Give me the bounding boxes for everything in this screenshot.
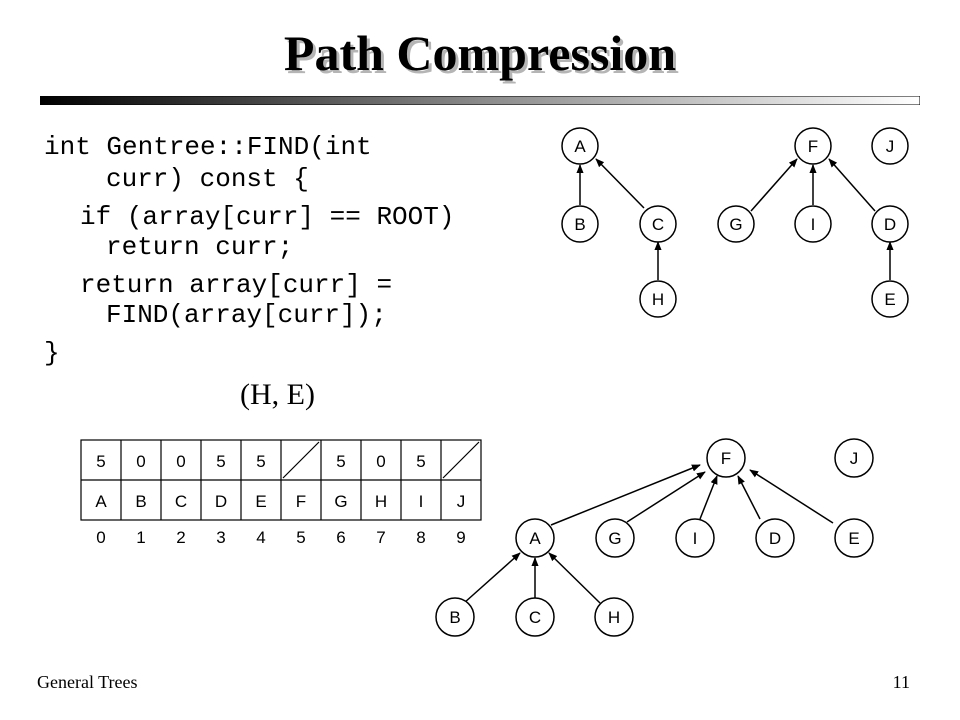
tree-edge [699,475,718,520]
index-cell: 6 [336,528,345,547]
svg-text:C: C [529,608,541,627]
parent-array-table: 5 0 0 5 5 5 0 5 A B C D E F G H I J 0 1 … [80,439,482,547]
code-line: } [44,338,60,368]
root-slash [282,441,320,479]
parent-row: 5 0 0 5 5 5 0 5 [96,452,425,471]
tree-node: A [515,518,555,558]
label-row: A B C D E F G H I J [95,492,465,511]
tree-node: C [515,597,555,637]
svg-text:B: B [574,215,585,234]
svg-text:J: J [850,449,859,468]
label-cell: H [375,492,387,511]
index-cell: 8 [416,528,425,547]
svg-text:I: I [811,215,816,234]
label-cell: F [296,492,306,511]
svg-text:B: B [449,608,460,627]
tree-edge [828,158,876,212]
parent-cell: 0 [136,452,145,471]
tree-node: D [871,205,909,243]
tree-node: J [834,438,874,478]
svg-text:I: I [693,529,698,548]
tree-node: E [871,280,909,318]
parent-cell: 5 [336,452,345,471]
slide-title: Path Compression [283,25,677,81]
index-cell: 5 [296,528,305,547]
svg-text:G: G [729,215,742,234]
label-cell: J [457,492,466,511]
tree-edge [626,471,706,523]
svg-text:F: F [808,137,818,156]
bottom-forest: F J A G I D E B C H [435,438,874,637]
parent-cell: 5 [216,452,225,471]
union-pair-label: (H, E) [240,378,315,411]
title-underline [40,96,920,105]
svg-text:D: D [769,529,781,548]
index-cell: 9 [456,528,465,547]
tree-node: H [594,597,634,637]
tree-node: C [639,205,677,243]
label-cell: A [95,492,107,511]
svg-text:A: A [529,529,541,548]
tree-node: G [595,518,635,558]
svg-text:A: A [574,137,586,156]
index-cell: 0 [96,528,105,547]
svg-text:C: C [652,215,664,234]
tree-node: B [561,205,599,243]
svg-text:E: E [848,529,859,548]
tree-node: A [561,127,599,165]
parent-cell: 0 [376,452,385,471]
tree-node: E [834,518,874,558]
svg-text:D: D [884,215,896,234]
code-line: if (array[curr] == ROOT) [80,202,455,232]
index-cell: 4 [256,528,265,547]
tree-node: F [706,438,746,478]
code-line: FIND(array[curr]); [106,300,387,330]
tree-node: D [755,518,795,558]
tree-node: B [435,597,475,637]
tree-edge [548,552,601,604]
code-line: int Gentree::FIND(int [44,132,372,162]
label-cell: C [175,492,187,511]
tree-node: J [871,127,909,165]
svg-text:H: H [652,290,664,309]
tree-node: I [675,518,715,558]
svg-text:J: J [886,137,895,156]
tree-edge [595,158,645,209]
tree-edge [463,552,521,604]
index-cell: 2 [176,528,185,547]
footer-page-number: 11 [892,672,910,692]
svg-text:F: F [721,449,731,468]
svg-text:E: E [884,290,895,309]
parent-cell: 5 [416,452,425,471]
parent-cell: 5 [96,452,105,471]
index-cell: 1 [136,528,145,547]
label-cell: D [215,492,227,511]
tree-edge [750,158,798,212]
code-line: return curr; [106,232,294,262]
top-forest: A B C H F J G I D E [561,127,909,318]
label-cell: I [419,492,424,511]
parent-cell: 5 [256,452,265,471]
index-cell: 3 [216,528,225,547]
footer-course-title: General Trees [37,672,138,692]
label-cell: B [135,492,146,511]
label-cell: E [255,492,266,511]
code-line: return array[curr] = [80,270,393,300]
label-cell: G [334,492,347,511]
tree-node: F [794,127,832,165]
code-line: curr) const { [106,164,309,194]
svg-text:G: G [608,529,621,548]
svg-text:H: H [608,608,620,627]
tree-edge [749,469,834,524]
root-slash [442,441,480,479]
index-row: 0 1 2 3 4 5 6 7 8 9 [96,528,465,547]
tree-node: I [794,205,832,243]
tree-edge [737,475,761,520]
tree-node: G [717,205,755,243]
parent-cell: 0 [176,452,185,471]
tree-edge [550,464,701,526]
tree-node: H [639,280,677,318]
index-cell: 7 [376,528,385,547]
